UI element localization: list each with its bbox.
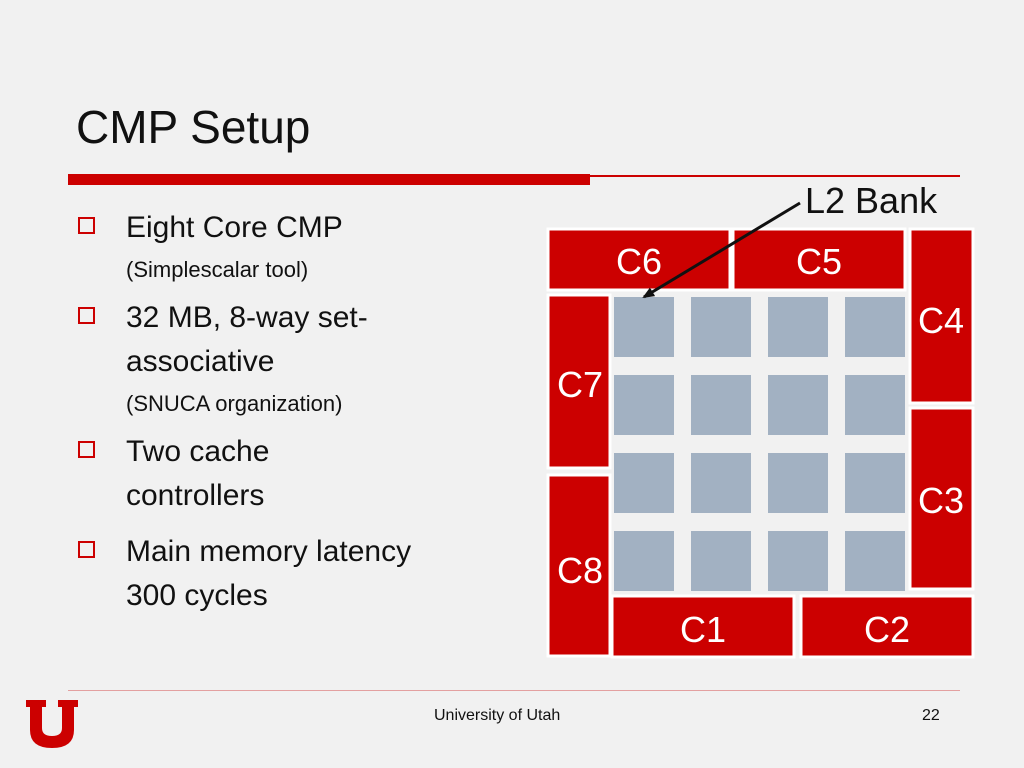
title-underline-thin — [590, 175, 960, 177]
page-number: 22 — [922, 707, 940, 724]
l2-bank — [614, 297, 674, 357]
title-underline-thick — [68, 174, 590, 185]
l2-bank — [768, 297, 828, 357]
core-c6: C6 — [546, 227, 732, 292]
bullet-list: Eight Core CMP (Simplescalar tool) 32 MB… — [78, 206, 518, 618]
bullet-subtext: (Simplescalar tool) — [126, 257, 309, 282]
bullet-text: Eight Core CMP — [126, 211, 343, 244]
core-label: C4 — [918, 300, 964, 341]
bullet-text: Main memory latency 300 cycles — [126, 535, 412, 612]
core-label: C3 — [918, 480, 964, 521]
core-label: C7 — [557, 364, 603, 405]
bullet-subtext: (SNUCA organization) — [126, 391, 343, 416]
bullet-square-icon — [78, 307, 95, 324]
l2-bank — [614, 531, 674, 591]
core-c8: C8 — [546, 473, 612, 658]
core-label: C2 — [864, 609, 910, 650]
core-c1: C1 — [610, 594, 796, 659]
university-u-logo-icon — [26, 700, 78, 748]
core-label: C8 — [557, 550, 603, 591]
core-label: C5 — [796, 241, 842, 282]
bullet-item: Eight Core CMP (Simplescalar tool) — [78, 206, 518, 284]
slide-title: CMP Setup — [76, 101, 311, 153]
core-c7: C7 — [546, 293, 612, 470]
l2-bank-arrow — [642, 201, 801, 299]
l2-bank — [845, 297, 905, 357]
core-c2: C2 — [799, 594, 975, 659]
core-label: C1 — [680, 609, 726, 650]
bullet-item: Main memory latency 300 cycles — [78, 530, 518, 618]
bullet-square-icon — [78, 541, 95, 558]
core-c3: C3 — [908, 406, 975, 591]
footer-divider — [68, 690, 960, 691]
bullet-item: 32 MB, 8-way set-associative (SNUCA orga… — [78, 296, 518, 418]
l2-bank — [691, 531, 751, 591]
core-c4: C4 — [908, 227, 975, 405]
bullet-text: 32 MB, 8-way set-associative — [126, 301, 368, 378]
l2-bank — [614, 453, 674, 513]
l2-bank-label: L2 Bank — [805, 180, 938, 221]
l2-bank — [614, 375, 674, 435]
l2-bank — [845, 531, 905, 591]
l2-bank — [691, 453, 751, 513]
l2-bank — [691, 297, 751, 357]
l2-bank — [845, 375, 905, 435]
bullet-square-icon — [78, 441, 95, 458]
l2-bank — [691, 375, 751, 435]
bullet-text: Two cache controllers — [126, 435, 270, 512]
core-c5: C5 — [731, 227, 907, 292]
bullet-item: Two cache controllers — [78, 430, 518, 518]
footer-institution: University of Utah — [434, 707, 561, 724]
l2-bank-grid — [614, 297, 905, 591]
l2-bank — [768, 531, 828, 591]
l2-bank — [768, 453, 828, 513]
l2-bank — [768, 375, 828, 435]
core-label: C6 — [616, 241, 662, 282]
bullet-square-icon — [78, 217, 95, 234]
l2-bank — [845, 453, 905, 513]
